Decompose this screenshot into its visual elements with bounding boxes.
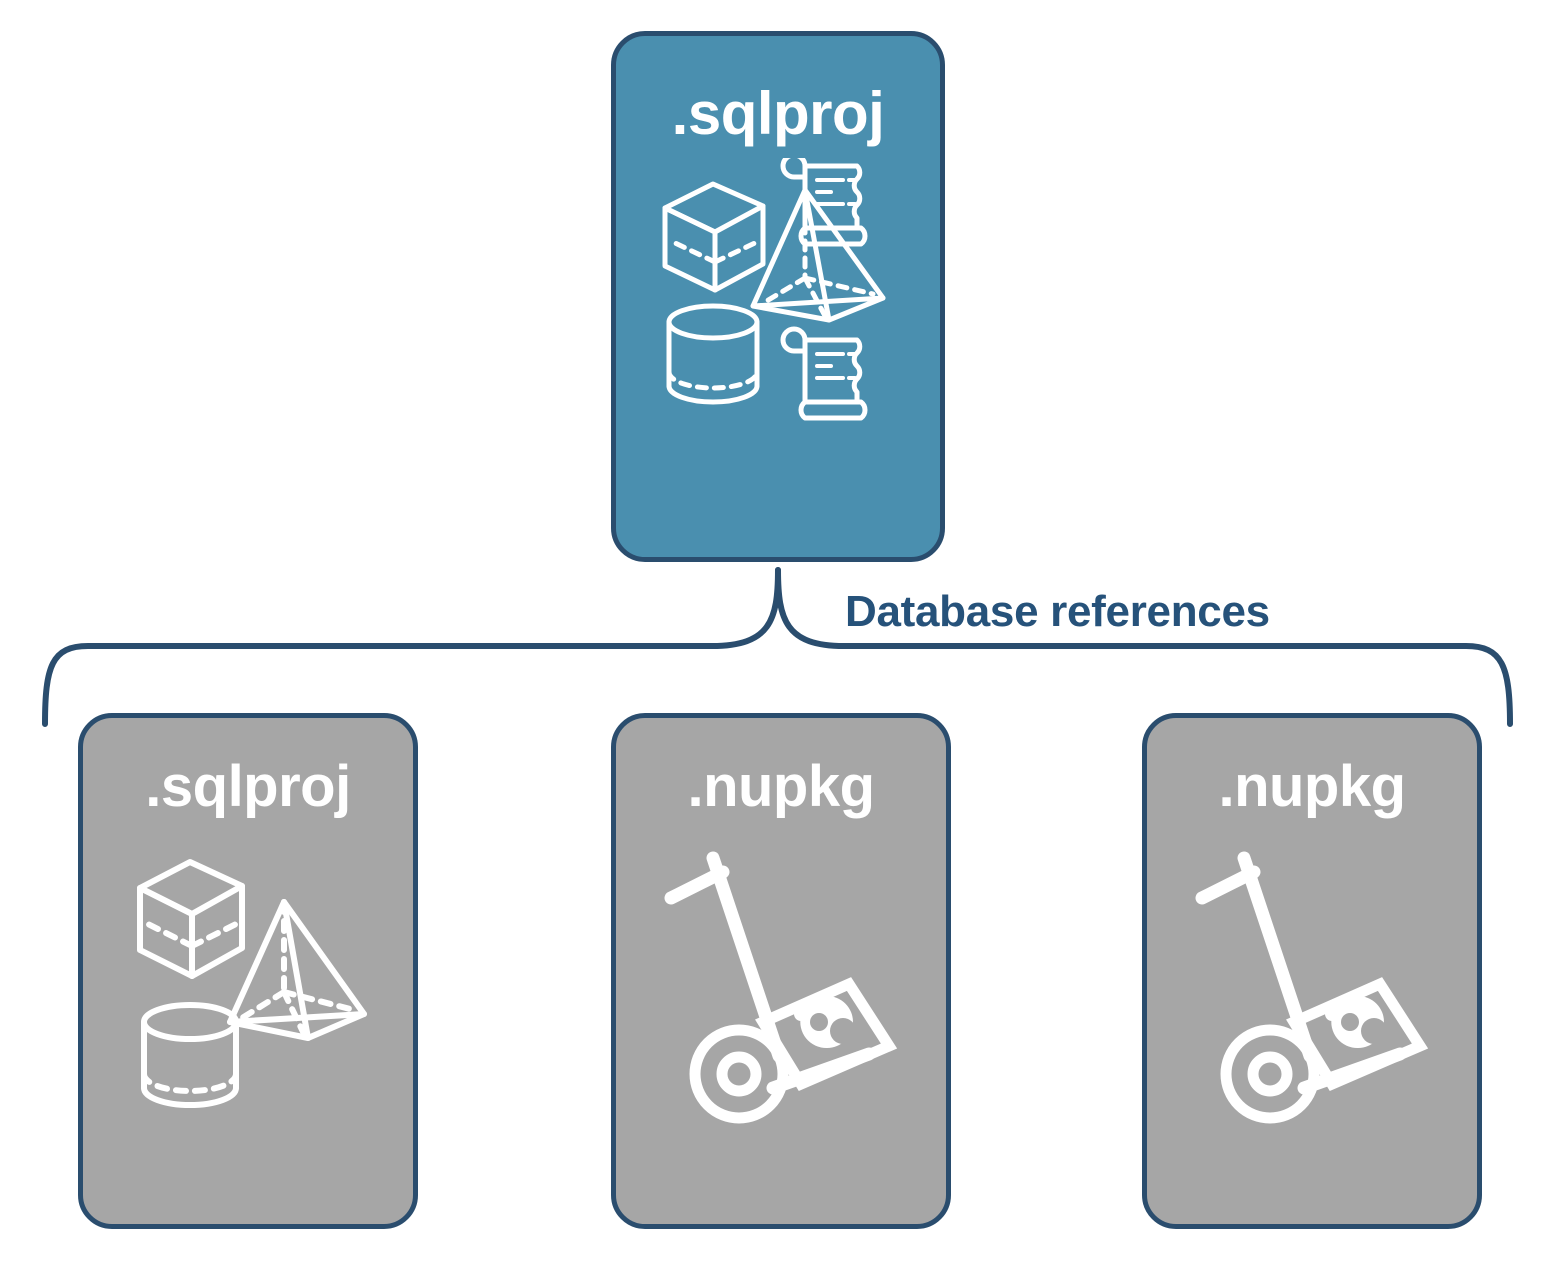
node-title-sqlproj-main: .sqlproj [671,80,885,147]
cube-icon [137,859,245,979]
script-scroll-icon-top [780,158,868,247]
node-nupkg-1[interactable]: .nupkg [611,713,951,1229]
pyramid-icon [227,899,367,1041]
node-title-nupkg-1: .nupkg [687,754,875,819]
node-title-nupkg-2: .nupkg [1218,754,1406,819]
sqlproj-ref-icons-svg [137,859,367,1108]
package-box-icon [1286,977,1429,1091]
hand-truck-package-icon [664,851,898,1124]
wheel-icon [689,1024,789,1124]
node-icon-group-main [653,158,903,423]
node-icon-group-nupkg-1 [651,826,911,1126]
node-icon-group-nupkg-2 [1182,826,1442,1126]
node-sqlproj-main[interactable]: .sqlproj [611,31,945,562]
cube-icon [662,181,766,293]
node-nupkg-2[interactable]: .nupkg [1142,713,1482,1229]
hand-truck-package-icon [1195,851,1429,1124]
package-box-icon [755,977,898,1091]
cylinder-icon [666,303,760,405]
node-icon-group-sqlproj-ref [118,826,378,1126]
nupkg-2-icons-svg [1195,851,1429,1124]
nuget-logo-dots [810,1013,856,1044]
sqlproj-main-icons-svg [662,158,886,421]
connector-label-database-references: Database references [845,587,1270,636]
node-sqlproj-ref[interactable]: .sqlproj [78,713,418,1229]
brace-left-arm [42,567,781,727]
nupkg-1-icons-svg [664,851,898,1124]
wheel-icon [1220,1024,1320,1124]
cylinder-icon [141,1002,239,1108]
script-scroll-icon-bottom [780,326,868,421]
brace-right-arm [775,567,1513,727]
node-title-sqlproj-ref: .sqlproj [145,754,351,819]
pyramid-icon [750,187,886,323]
nuget-logo-dots [1341,1013,1387,1044]
